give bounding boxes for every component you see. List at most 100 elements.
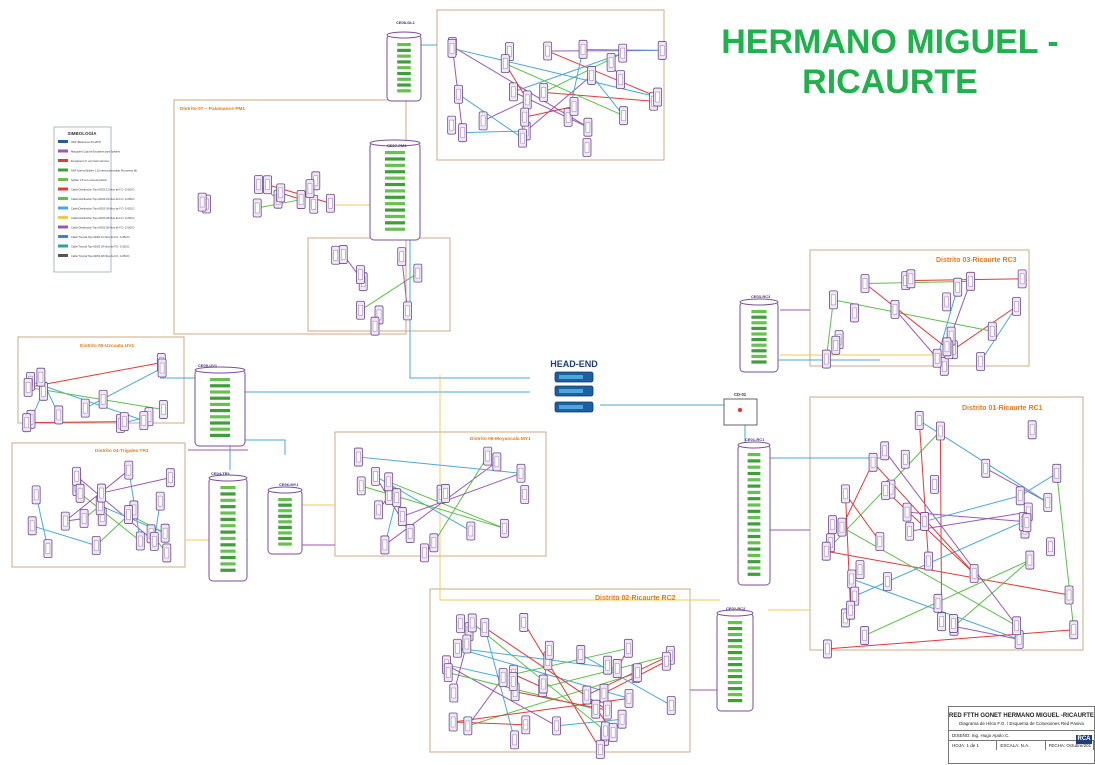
- nap-box: [829, 291, 837, 309]
- splitter-port: [728, 639, 742, 642]
- nap-window: [951, 619, 955, 629]
- splitter-port: [748, 535, 761, 538]
- splitter-port: [210, 390, 230, 393]
- nap-box: [617, 71, 625, 89]
- cabinet-top: [387, 32, 421, 38]
- nap-window: [1067, 590, 1071, 600]
- title-block: RED FTTH GONET HERMANO MIGUEL -RICAURTE …: [948, 706, 1095, 764]
- nap-box: [1053, 464, 1061, 482]
- splitter-port: [385, 202, 405, 205]
- nap-box: [822, 542, 830, 560]
- splitter-port: [210, 415, 230, 418]
- splitter-port: [748, 497, 761, 500]
- splitter-port: [751, 344, 766, 347]
- splitter-port: [728, 645, 742, 648]
- nap-window: [884, 486, 888, 496]
- nap-box: [499, 668, 507, 686]
- nap-box: [385, 473, 393, 491]
- splitter-port: [278, 537, 292, 540]
- nap-box: [453, 639, 461, 657]
- nap-window: [328, 198, 332, 208]
- nap-box: [467, 522, 475, 540]
- nap-box: [604, 656, 612, 674]
- splitter-port: [278, 542, 292, 545]
- splitter-port: [748, 560, 761, 563]
- nap-window: [605, 705, 609, 715]
- nap-window: [1015, 621, 1019, 631]
- nap-box: [601, 722, 609, 740]
- nap-box: [613, 659, 621, 677]
- legend-item-label: Cable Troncal Tipo ADSS 24 hilos de F.O.…: [71, 245, 130, 249]
- splitter-port: [385, 228, 405, 231]
- nap-box: [517, 464, 525, 482]
- nap-window: [446, 668, 450, 678]
- nap-window: [905, 507, 909, 517]
- nap-box: [521, 108, 529, 126]
- nap-box: [943, 293, 951, 311]
- nap-window: [416, 268, 420, 278]
- drop-cable: [102, 478, 171, 493]
- nap-box: [136, 532, 144, 550]
- nap-box: [553, 717, 561, 735]
- nap-window: [457, 89, 461, 99]
- drop-cable: [845, 494, 879, 542]
- nap-box: [161, 524, 169, 542]
- nap-box: [371, 317, 379, 335]
- nap-window: [30, 521, 34, 531]
- cabinet-label-ce06: CE06-MY1: [279, 482, 299, 487]
- nap-window: [635, 668, 639, 678]
- splitter-port: [210, 421, 230, 424]
- nap-window: [451, 717, 455, 727]
- nap-box: [1016, 487, 1024, 505]
- drop-cable: [906, 279, 1022, 281]
- nap-box: [98, 484, 106, 502]
- district-label-d06: Distrito 06-Moyancala MY1: [470, 436, 531, 442]
- nap-window: [387, 490, 391, 500]
- nap-window: [660, 45, 664, 55]
- nap-window: [502, 523, 506, 533]
- nap-box: [357, 477, 365, 495]
- nap-window: [627, 693, 631, 703]
- nap-window: [358, 270, 362, 280]
- nap-window: [450, 120, 454, 130]
- nap-box: [619, 44, 627, 62]
- nap-window: [200, 197, 204, 207]
- nap-box: [625, 689, 633, 707]
- nap-window: [1025, 518, 1029, 528]
- splitter-port: [220, 486, 235, 489]
- legend-item-label: Cable Distribución Tipo ADSS 48 hilos de…: [71, 216, 135, 220]
- nap-box: [876, 533, 884, 551]
- nap-window: [1046, 497, 1050, 507]
- legend-swatch: [58, 169, 68, 172]
- nap-window: [466, 721, 470, 731]
- splitter-port: [728, 657, 742, 660]
- nap-box: [81, 399, 89, 417]
- nap-window: [852, 308, 856, 318]
- legend-swatch: [58, 178, 68, 181]
- splitter-port: [748, 485, 761, 488]
- nap-window: [395, 493, 399, 503]
- legend-swatch: [58, 150, 68, 153]
- nap-box: [943, 338, 951, 356]
- splitter-port: [397, 66, 411, 69]
- nap-window: [308, 184, 312, 194]
- nap-window: [266, 180, 270, 190]
- nap-box: [1013, 617, 1021, 635]
- splitter-port: [751, 355, 766, 358]
- nap-box: [1070, 621, 1078, 639]
- nap-window: [917, 416, 921, 426]
- nap-box: [954, 278, 962, 296]
- nap-window: [75, 471, 79, 481]
- nap-box: [166, 469, 174, 487]
- nap-window: [542, 87, 546, 97]
- nap-box: [441, 484, 449, 502]
- splitter-port: [751, 360, 766, 363]
- splitter-port: [278, 531, 292, 534]
- nap-window: [843, 489, 847, 499]
- nap-window: [383, 540, 387, 550]
- nap-window: [603, 726, 607, 736]
- nap-window: [470, 618, 474, 628]
- nap-window: [406, 306, 410, 316]
- cabinet-label-ce07: CE07-PM1: [387, 143, 407, 148]
- nap-box: [521, 486, 529, 504]
